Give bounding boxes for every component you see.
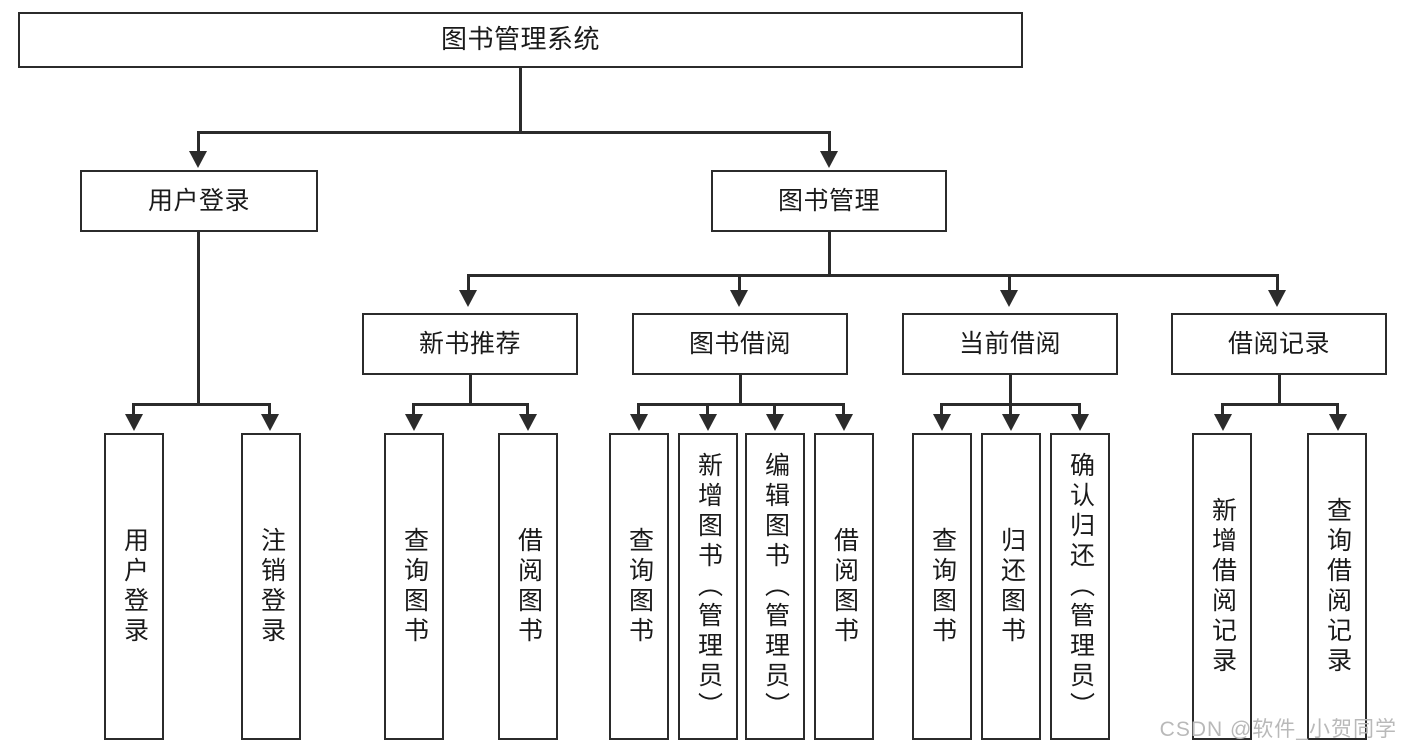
node-label: 新书推荐 bbox=[418, 329, 521, 358]
node-borrow-record[interactable]: 借阅记录 bbox=[1171, 313, 1387, 375]
connector-new-book-drop-2 bbox=[526, 403, 529, 417]
connector-book-borrow-drop-4 bbox=[842, 403, 845, 417]
connector-borrow-record-drop-1 bbox=[1221, 403, 1224, 417]
node-book-borrow[interactable]: 图书借阅 bbox=[632, 313, 848, 375]
connector-root-drop-2 bbox=[828, 131, 831, 153]
leaf-node-edit-book-admin[interactable]: 编辑图书（管理员） bbox=[745, 433, 805, 740]
node-label: 当前借阅 bbox=[958, 329, 1061, 358]
node-new-book-recommend[interactable]: 新书推荐 bbox=[362, 313, 578, 375]
arrowhead-to-user-login bbox=[189, 151, 207, 168]
connector-book-management-stem bbox=[828, 232, 831, 276]
node-label: 新增图书（管理员） bbox=[694, 451, 723, 722]
connector-level3-drop-2 bbox=[738, 274, 741, 292]
leaf-node-user-login[interactable]: 用户登录 bbox=[104, 433, 164, 740]
connector-current-borrow-drop-1 bbox=[940, 403, 943, 417]
leaf-node-add-book-admin[interactable]: 新增图书（管理员） bbox=[678, 433, 738, 740]
node-label: 查询图书 bbox=[928, 526, 957, 647]
leaf-node-return-book[interactable]: 归还图书 bbox=[981, 433, 1041, 740]
connector-book-borrow-drop-2 bbox=[706, 403, 709, 417]
connector-user-login-drop-2 bbox=[268, 403, 271, 417]
node-label: 查询图书 bbox=[625, 526, 654, 647]
arrowhead-to-leaf-query-book-a bbox=[405, 414, 423, 431]
connector-borrow-record-bus bbox=[1221, 403, 1338, 406]
arrowhead-to-leaf-edit-book bbox=[766, 414, 784, 431]
connector-level3-drop-3 bbox=[1008, 274, 1011, 292]
leaf-node-query-book-recommend[interactable]: 查询图书 bbox=[384, 433, 444, 740]
arrowhead-to-leaf-user-login bbox=[125, 414, 143, 431]
arrowhead-to-leaf-logout bbox=[261, 414, 279, 431]
arrowhead-to-current-borrow bbox=[1000, 290, 1018, 307]
connector-book-borrow-stem bbox=[739, 375, 742, 405]
connector-level3-bus bbox=[467, 274, 1278, 277]
connector-root-drop-1 bbox=[197, 131, 200, 153]
arrowhead-to-leaf-add-book bbox=[699, 414, 717, 431]
arrowhead-to-book-borrow bbox=[730, 290, 748, 307]
node-label: 图书管理 bbox=[777, 186, 880, 215]
connector-current-borrow-drop-3 bbox=[1078, 403, 1081, 417]
node-label: 查询图书 bbox=[400, 526, 429, 647]
leaf-node-query-borrow-record[interactable]: 查询借阅记录 bbox=[1307, 433, 1367, 740]
connector-borrow-record-drop-2 bbox=[1336, 403, 1339, 417]
node-label: 借阅图书 bbox=[830, 526, 859, 647]
leaf-node-add-borrow-record[interactable]: 新增借阅记录 bbox=[1192, 433, 1252, 740]
arrowhead-to-leaf-borrow-book-a bbox=[519, 414, 537, 431]
node-label: 图书借阅 bbox=[688, 329, 791, 358]
leaf-node-borrow-book[interactable]: 借阅图书 bbox=[814, 433, 874, 740]
node-label: 借阅图书 bbox=[514, 526, 543, 647]
connector-book-borrow-drop-1 bbox=[637, 403, 640, 417]
node-book-management[interactable]: 图书管理 bbox=[711, 170, 947, 232]
connector-new-book-bus bbox=[412, 403, 528, 406]
leaf-node-query-book-current[interactable]: 查询图书 bbox=[912, 433, 972, 740]
arrowhead-to-leaf-return-book bbox=[1002, 414, 1020, 431]
connector-root-stem bbox=[519, 68, 522, 133]
leaf-node-borrow-book-recommend[interactable]: 借阅图书 bbox=[498, 433, 558, 740]
node-current-borrow[interactable]: 当前借阅 bbox=[902, 313, 1118, 375]
arrowhead-to-leaf-query-book-c bbox=[933, 414, 951, 431]
arrowhead-to-leaf-add-record bbox=[1214, 414, 1232, 431]
connector-new-book-stem bbox=[469, 375, 472, 405]
node-label: 用户登录 bbox=[147, 186, 250, 215]
connector-user-login-stem bbox=[197, 232, 200, 405]
connector-book-borrow-bus bbox=[637, 403, 845, 406]
node-label: 注销登录 bbox=[257, 526, 286, 647]
connector-new-book-drop-1 bbox=[412, 403, 415, 417]
arrowhead-to-book-management bbox=[820, 151, 838, 168]
connector-root-bus bbox=[197, 131, 831, 134]
node-label: 新增借阅记录 bbox=[1208, 496, 1237, 677]
leaf-node-confirm-return-admin[interactable]: 确认归还（管理员） bbox=[1050, 433, 1110, 740]
arrowhead-to-leaf-confirm-return bbox=[1071, 414, 1089, 431]
node-label: 图书管理系统 bbox=[440, 24, 600, 55]
connector-user-login-bus bbox=[132, 403, 269, 406]
arrowhead-to-new-book-recommend bbox=[459, 290, 477, 307]
connector-level3-drop-1 bbox=[467, 274, 470, 292]
connector-user-login-drop-1 bbox=[132, 403, 135, 417]
node-user-login[interactable]: 用户登录 bbox=[80, 170, 318, 232]
connector-current-borrow-stem bbox=[1009, 375, 1012, 405]
arrowhead-to-borrow-record bbox=[1268, 290, 1286, 307]
node-label: 归还图书 bbox=[997, 526, 1026, 647]
leaf-node-logout[interactable]: 注销登录 bbox=[241, 433, 301, 740]
node-label: 查询借阅记录 bbox=[1323, 496, 1352, 677]
node-label: 编辑图书（管理员） bbox=[761, 451, 790, 722]
arrowhead-to-leaf-query-book-b bbox=[630, 414, 648, 431]
arrowhead-to-leaf-query-record bbox=[1329, 414, 1347, 431]
connector-level3-drop-4 bbox=[1276, 274, 1279, 292]
leaf-node-query-book-borrow[interactable]: 查询图书 bbox=[609, 433, 669, 740]
node-label: 确认归还（管理员） bbox=[1066, 451, 1095, 722]
connector-borrow-record-stem bbox=[1278, 375, 1281, 405]
node-root-book-management-system[interactable]: 图书管理系统 bbox=[18, 12, 1023, 68]
connector-current-borrow-drop-2 bbox=[1009, 403, 1012, 417]
connector-book-borrow-drop-3 bbox=[773, 403, 776, 417]
arrowhead-to-leaf-borrow-book-b bbox=[835, 414, 853, 431]
node-label: 借阅记录 bbox=[1227, 329, 1330, 358]
node-label: 用户登录 bbox=[120, 526, 149, 647]
